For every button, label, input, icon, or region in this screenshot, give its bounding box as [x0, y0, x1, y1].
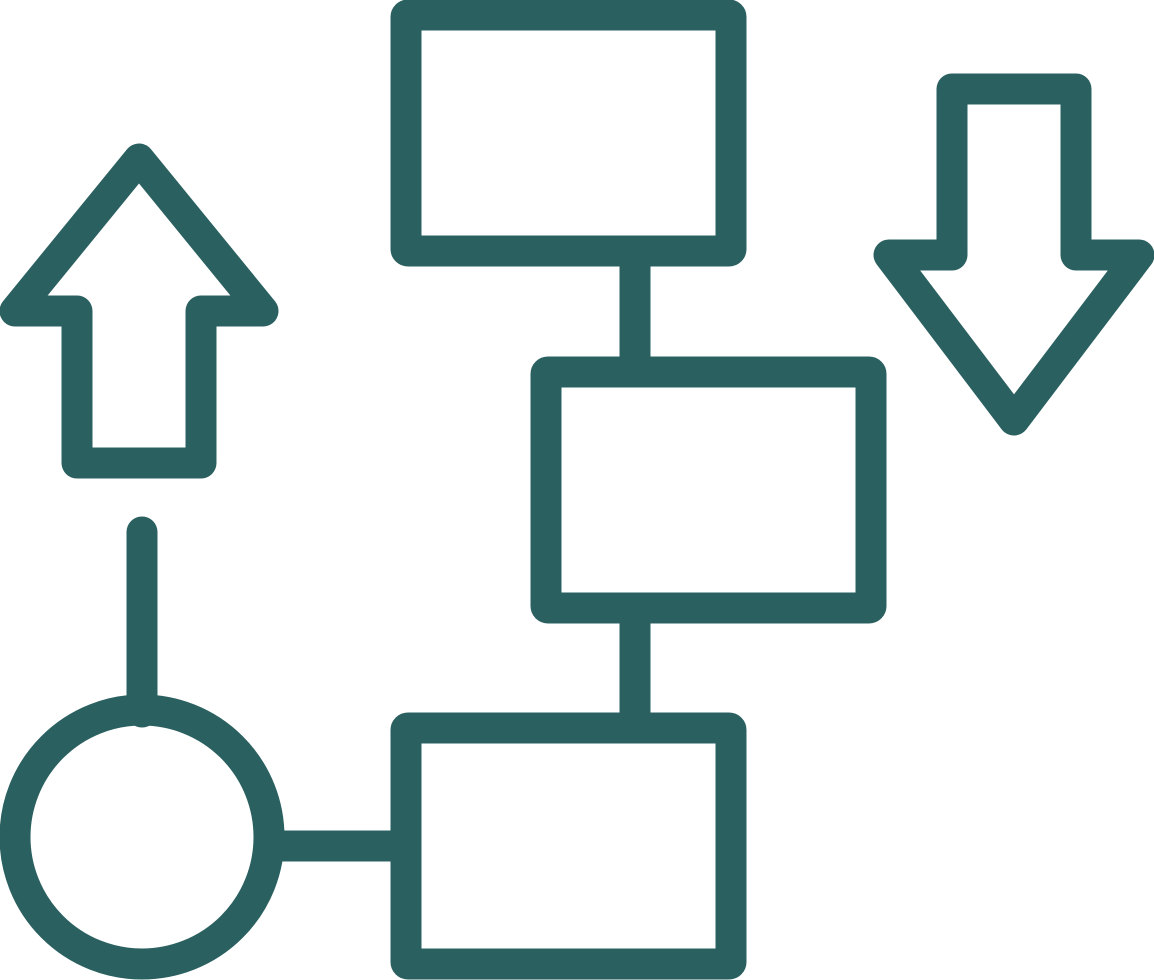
top-box [390, 0, 747, 267]
bottom-box [390, 712, 747, 980]
down-arrow-icon [873, 73, 1154, 436]
circle-node [0, 694, 285, 980]
middle-box [530, 356, 887, 624]
up-arrow-icon [0, 143, 279, 479]
